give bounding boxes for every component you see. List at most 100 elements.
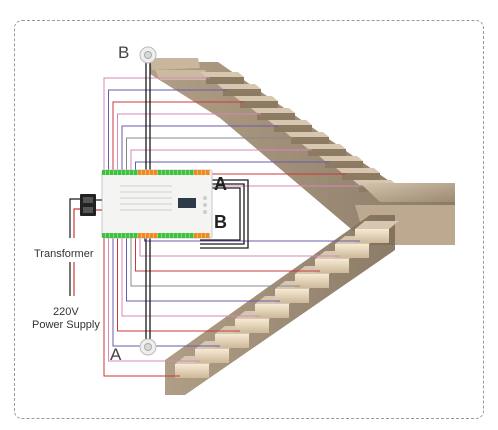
terminal-pin <box>194 170 198 175</box>
upper-wire <box>135 161 329 172</box>
terminal-pin <box>154 233 158 238</box>
lower-wire <box>103 238 180 377</box>
lower-step-riser <box>275 289 309 303</box>
terminal-pin <box>122 233 126 238</box>
sensor-wires <box>145 62 249 340</box>
terminal-pin <box>186 170 190 175</box>
terminal-pin <box>154 170 158 175</box>
terminal-pin <box>198 170 202 175</box>
sensor-b <box>139 46 157 64</box>
diagram-border <box>14 20 484 419</box>
terminal-pin <box>158 233 162 238</box>
upper-step-tread <box>319 156 363 161</box>
lower-wire <box>144 238 360 242</box>
lower-step-riser <box>355 229 389 243</box>
terminal-pin <box>186 233 190 238</box>
terminal-pin <box>206 233 210 238</box>
terminal-pin <box>162 170 166 175</box>
terminal-pin <box>130 233 134 238</box>
upper-step-tread <box>302 144 346 149</box>
lower-step-riser <box>315 259 349 273</box>
upper-step-riser <box>308 149 346 156</box>
display-screen <box>178 198 196 208</box>
terminal-pin <box>174 170 178 175</box>
terminal-pin <box>110 170 114 175</box>
upper-step-riser <box>206 77 244 84</box>
upper-step-riser <box>240 101 278 108</box>
terminal-pin <box>182 170 186 175</box>
lower-step-riser <box>335 244 369 258</box>
upper-step-tread <box>251 108 295 113</box>
terminal-pin <box>126 170 130 175</box>
upper-step-tread <box>268 120 312 125</box>
sensor-b-label: B <box>118 43 130 62</box>
lower-wire <box>112 238 220 347</box>
terminal-pin <box>138 170 142 175</box>
terminal-pin <box>138 233 142 238</box>
power-connector <box>80 194 102 216</box>
terminal-pin <box>162 233 166 238</box>
upper-wire <box>126 137 295 172</box>
controller-board <box>101 169 213 239</box>
upper-step-riser <box>325 161 363 168</box>
terminal-pin <box>146 233 150 238</box>
terminal-pin <box>202 233 206 238</box>
lower-wire <box>126 238 280 302</box>
upper-step-riser <box>257 113 295 120</box>
terminal-pin <box>146 170 150 175</box>
lower-wire <box>139 238 340 257</box>
terminal-pin <box>158 170 162 175</box>
terminal-pin <box>106 233 110 238</box>
power-voltage-label: 220V <box>53 306 79 318</box>
upper-wire <box>117 113 261 172</box>
lower-wire <box>117 238 240 332</box>
upper-step-tread <box>217 84 261 89</box>
lower-step-riser <box>235 319 269 333</box>
terminal-pin <box>122 170 126 175</box>
terminal-pin <box>118 233 122 238</box>
terminal-a-label: A <box>214 174 227 194</box>
upper-wire <box>121 125 278 172</box>
upper-step-riser <box>223 89 261 96</box>
terminal-pin <box>178 233 182 238</box>
terminal-pin <box>118 170 122 175</box>
terminal-pin <box>170 170 174 175</box>
terminal-pin <box>134 233 138 238</box>
terminal-pin <box>110 233 114 238</box>
terminal-pin <box>198 233 202 238</box>
lower-step-riser <box>175 364 209 378</box>
lower-wire <box>108 238 200 362</box>
lower-wire <box>130 238 300 287</box>
terminal-pin <box>106 170 110 175</box>
terminal-pin <box>102 233 106 238</box>
sensor-a <box>139 338 157 356</box>
power-supply-label: Power Supply <box>32 319 100 331</box>
transformer-label: Transformer <box>34 248 94 260</box>
terminal-b-label: B <box>214 212 227 232</box>
terminal-pin <box>206 170 210 175</box>
lower-step-riser <box>215 334 249 348</box>
upper-step-tread <box>336 168 380 173</box>
lower-stair-flight <box>165 215 399 395</box>
terminal-pin <box>142 233 146 238</box>
terminal-pin <box>166 233 170 238</box>
terminal-pin <box>170 233 174 238</box>
upper-wire <box>103 77 210 172</box>
sensor-a-label: A <box>110 345 122 364</box>
terminal-pin <box>174 233 178 238</box>
terminal-pin <box>130 170 134 175</box>
upper-step-riser <box>342 173 380 180</box>
upper-step-tread <box>234 96 278 101</box>
terminal-pin <box>182 233 186 238</box>
terminal-pin <box>114 233 118 238</box>
terminal-pin <box>114 170 118 175</box>
lower-step-wires <box>103 238 360 377</box>
upper-step-riser <box>291 137 329 144</box>
terminal-pin <box>178 170 182 175</box>
upper-step-riser <box>274 125 312 132</box>
upper-wire <box>112 101 244 172</box>
transformer-wires <box>69 198 80 296</box>
upper-step-tread <box>285 132 329 137</box>
terminal-pin <box>150 233 154 238</box>
